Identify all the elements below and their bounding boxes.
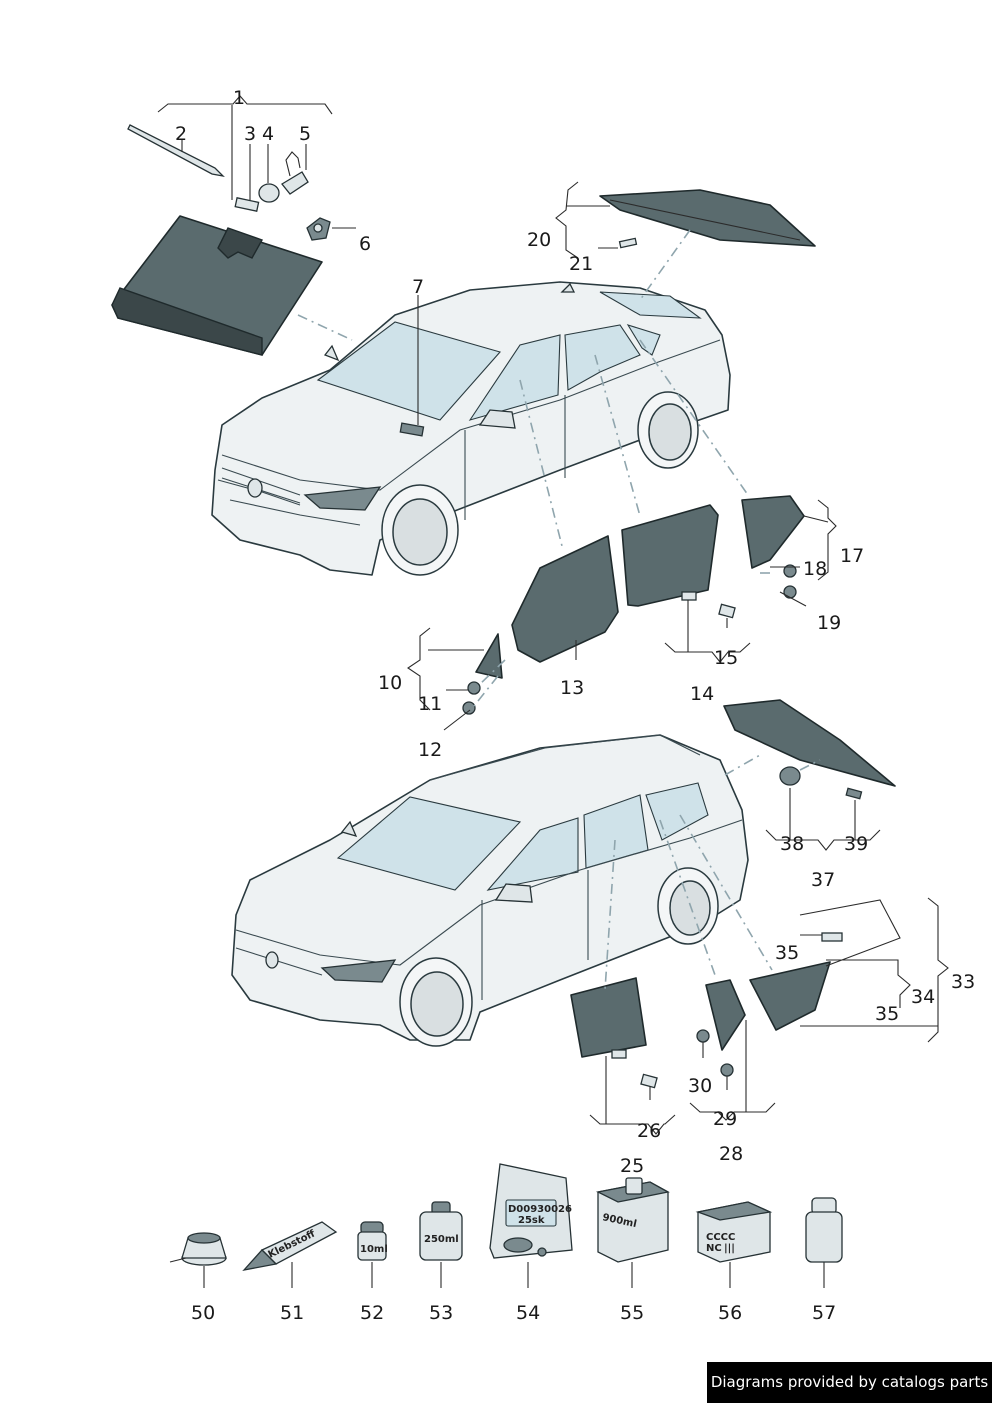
svg-text:NC: NC	[706, 1243, 722, 1254]
callout-7: 7	[412, 276, 424, 298]
callout-12: 12	[418, 739, 442, 761]
callout-numbers: 1 2 3 4 5 6 7 20 21 17 18 19 10 11 12 13…	[175, 87, 975, 1324]
callout-2: 2	[175, 123, 187, 145]
windshield-part	[111, 215, 323, 356]
repair-kit-bag-part: D00930026 25sk	[489, 1163, 573, 1259]
clip-part-21	[618, 237, 638, 249]
estate-rear-door-glass-part	[570, 977, 647, 1058]
leader-lines	[157, 95, 949, 1288]
svg-text:CCCC: CCCC	[706, 1232, 735, 1243]
rear-window-part	[599, 189, 816, 247]
grommet-part-38	[779, 766, 801, 786]
callout-20: 20	[527, 229, 551, 251]
callout-19: 19	[817, 612, 841, 634]
callout-21: 21	[569, 253, 593, 275]
svg-text:|||: |||	[724, 1243, 735, 1254]
callout-37: 37	[811, 869, 835, 891]
adhesive-tube-part: Klebstoff	[242, 1221, 338, 1271]
callout-33: 33	[951, 971, 975, 993]
camera-part	[306, 217, 331, 241]
sedan-illustration	[211, 281, 731, 576]
callout-1: 1	[233, 87, 245, 109]
callout-5: 5	[299, 123, 311, 145]
estate-quarter-glass-part	[705, 979, 746, 1051]
estate-side-glass-part	[749, 961, 831, 1031]
front-quarter-glass-part	[475, 633, 503, 679]
callout-34: 34	[911, 986, 935, 1008]
callout-13: 13	[560, 677, 584, 699]
callout-10: 10	[378, 672, 402, 694]
rear-door-glass-part	[621, 504, 719, 607]
cleaning-kit-package-part: CCCC NC |||	[695, 1201, 773, 1263]
seal-strip-part	[127, 124, 225, 178]
callout-53: 53	[429, 1302, 453, 1324]
nut-part-18	[783, 564, 797, 578]
nut-part-12	[462, 701, 476, 715]
adhesive-canister-part: 900ml	[595, 1177, 670, 1263]
callout-52: 52	[360, 1302, 384, 1324]
rear-quarter-glass-part	[741, 495, 805, 569]
callout-35a: 35	[775, 942, 799, 964]
callout-25: 25	[620, 1155, 644, 1177]
clip-part-39	[845, 787, 863, 800]
callout-51: 51	[280, 1302, 304, 1324]
svg-text:D00930026: D00930026	[508, 1204, 572, 1215]
svg-text:25sk: 25sk	[518, 1215, 545, 1226]
callout-39: 39	[844, 833, 868, 855]
callout-35b: 35	[875, 1003, 899, 1025]
clip-part-35	[821, 932, 843, 942]
callout-50: 50	[191, 1302, 215, 1324]
callout-38: 38	[780, 833, 804, 855]
callout-4: 4	[262, 123, 274, 145]
svg-text:10ml: 10ml	[360, 1244, 388, 1255]
callout-56: 56	[718, 1302, 742, 1324]
nut-part-11	[467, 681, 481, 695]
callout-17: 17	[840, 545, 864, 567]
svg-text:250ml: 250ml	[424, 1234, 459, 1245]
primer-bottle-part: 10ml	[357, 1221, 388, 1261]
dash-lines	[297, 229, 821, 991]
nut-part-29	[720, 1063, 734, 1077]
front-door-glass-part	[511, 535, 619, 663]
callout-55: 55	[620, 1302, 644, 1324]
adhesive-pad-part	[234, 197, 260, 212]
callout-11: 11	[418, 693, 442, 715]
callout-6: 6	[359, 233, 371, 255]
pin-part-15	[718, 603, 736, 619]
nut-part-30	[696, 1029, 710, 1043]
nut-part-19	[783, 585, 797, 599]
callout-57: 57	[812, 1302, 836, 1324]
primer-jar-part	[805, 1197, 843, 1263]
callout-3: 3	[244, 123, 256, 145]
pin-part-25	[640, 1073, 658, 1089]
callout-29: 29	[713, 1108, 737, 1130]
footer-credit: Diagrams provided by catalogs parts	[707, 1362, 992, 1403]
sealant-cord-part	[169, 1232, 227, 1266]
estate-illustration	[231, 734, 749, 1047]
callout-54: 54	[516, 1302, 540, 1324]
rain-sensor-part	[281, 151, 309, 195]
callout-28: 28	[719, 1143, 743, 1165]
callout-30: 30	[688, 1075, 712, 1097]
estate-rear-window-part	[723, 699, 896, 787]
callout-14: 14	[690, 683, 714, 705]
callout-15: 15	[714, 647, 738, 669]
sensor-pad-part	[258, 183, 280, 203]
callout-18: 18	[803, 558, 827, 580]
callout-26: 26	[637, 1120, 661, 1142]
activator-can-part: 250ml	[419, 1201, 463, 1261]
